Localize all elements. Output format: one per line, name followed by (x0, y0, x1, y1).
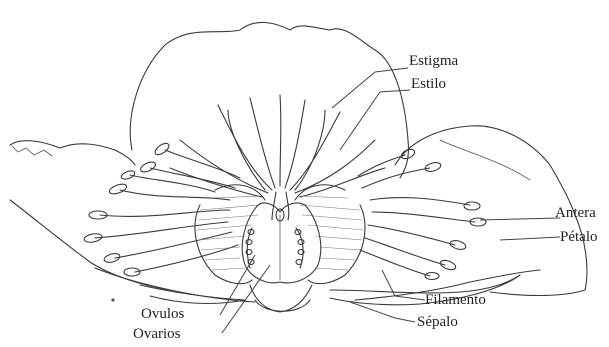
label-estigma: Estigma (409, 53, 458, 69)
ovules-right (295, 228, 304, 268)
label-estilo: Estilo (411, 76, 446, 92)
label-ovarios: Ovarios (133, 326, 181, 342)
label-ovulos: Ovulos (141, 306, 184, 322)
leader-lines (220, 68, 560, 333)
stigma (170, 95, 385, 197)
ovary-wall-right (295, 185, 365, 284)
petal-top (130, 22, 408, 178)
label-antera: Antera (555, 205, 596, 221)
label-sepalo: Sépalo (417, 314, 458, 330)
label-petalo: Pétalo (560, 229, 598, 245)
label-filamento: Filamento (425, 292, 486, 308)
anthers-right (400, 147, 486, 279)
petal-left (10, 141, 135, 165)
stamens-right (358, 155, 475, 276)
ovules-left (246, 228, 254, 268)
ovary (242, 203, 321, 283)
